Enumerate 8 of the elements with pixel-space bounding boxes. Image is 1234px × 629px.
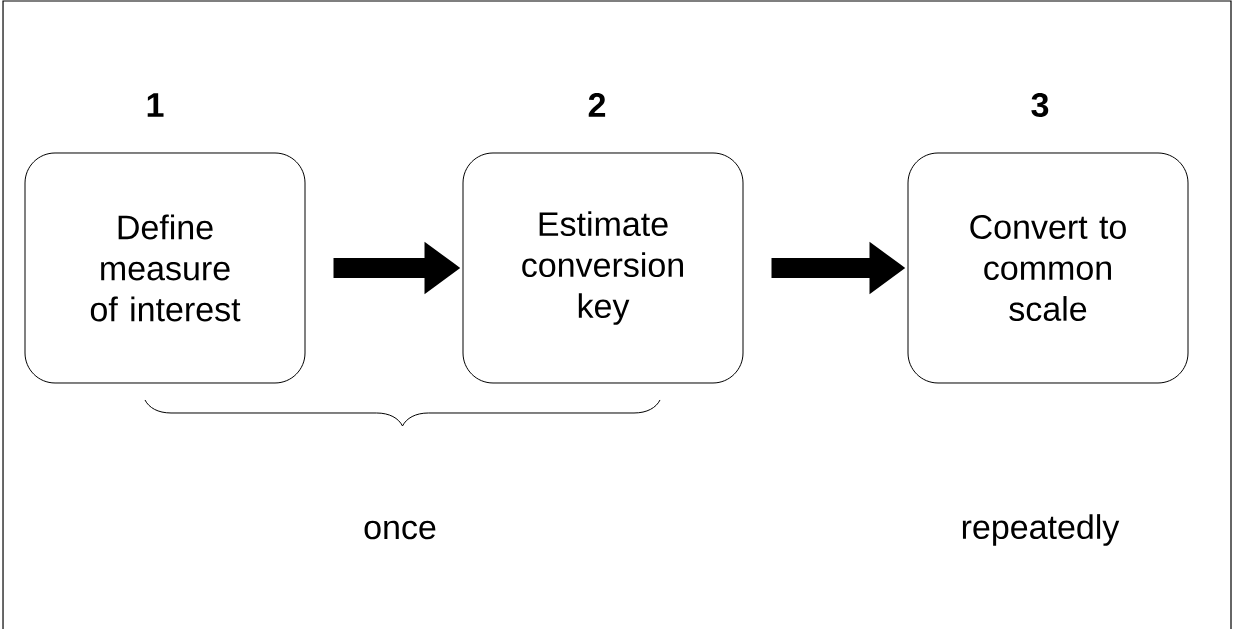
process-box: Define measure of interest: [24, 152, 306, 384]
process-box: Estimate conversion key: [462, 152, 744, 384]
process-box: Convert to common scale: [907, 152, 1189, 384]
step-number: 3: [1031, 92, 1049, 118]
note-text: repeatedly: [962, 514, 1120, 546]
note-text: once: [364, 520, 436, 540]
step-number: 1: [147, 93, 164, 117]
step-number: 2: [588, 93, 606, 117]
